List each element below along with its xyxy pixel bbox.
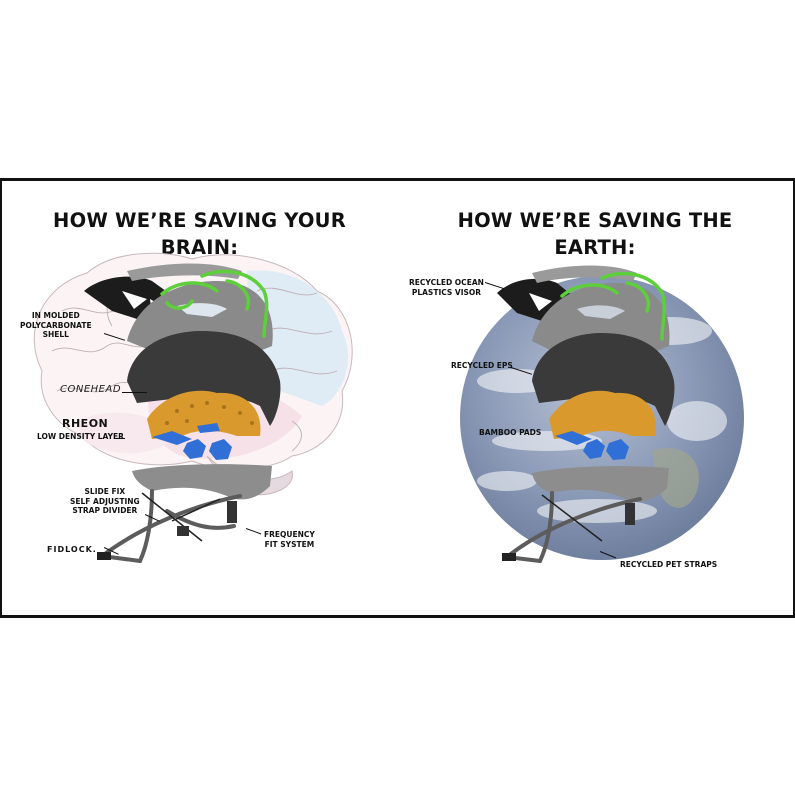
- fit-frame-part: [132, 464, 272, 500]
- label-straps: RECYCLED PET STRAPS: [620, 560, 718, 569]
- label-visor: RECYCLED OCEAN PLASTICS VISOR: [409, 278, 484, 297]
- earth-panel: HOW WE’RE SAVING THE EARTH:: [397, 181, 793, 615]
- title-line-1: HOW WE’RE SAVING THE: [457, 209, 733, 232]
- green-accent: [160, 269, 269, 338]
- label-rheon-caption: LOW DENSITY LAYER: [37, 432, 124, 441]
- infographic-frame: HOW WE’RE SAVING YOUR BRAIN:: [0, 178, 795, 618]
- brain-panel: HOW WE’RE SAVING YOUR BRAIN:: [2, 181, 397, 615]
- title-line-2: EARTH:: [554, 236, 636, 259]
- brain-helmet-illustration: [33, 252, 353, 563]
- brain-panel-title: HOW WE’RE SAVING YOUR BRAIN:: [2, 207, 397, 261]
- fidlock-buckle: [97, 552, 111, 560]
- leader-line: [115, 438, 125, 440]
- rheon-part: [152, 423, 232, 460]
- earth-panel-title: HOW WE’RE SAVING THE EARTH:: [397, 207, 793, 261]
- label-shell: IN MOLDED POLYCARBONATE SHELL: [20, 311, 92, 339]
- rheon-logo: RHEON: [62, 417, 109, 430]
- label-frequency-fit: FREQUENCY FIT SYSTEM: [264, 530, 315, 549]
- eps-liner-part: [127, 331, 281, 426]
- title-line-2: BRAIN:: [160, 236, 239, 259]
- earth-helmet-illustration: [460, 265, 744, 563]
- title-line-1: HOW WE’RE SAVING YOUR: [53, 209, 346, 232]
- fidlock-logo: FIDLOCK.: [47, 545, 97, 554]
- label-slide-fix: SLIDE FIX SELF ADJUSTING STRAP DIVIDER: [70, 487, 140, 515]
- conehead-logo: CONEHEAD: [60, 384, 122, 395]
- label-eps: RECYCLED EPS: [451, 361, 513, 370]
- leader-line: [122, 392, 147, 394]
- conehead-part: [147, 390, 261, 439]
- label-pads: BAMBOO PADS: [479, 428, 542, 437]
